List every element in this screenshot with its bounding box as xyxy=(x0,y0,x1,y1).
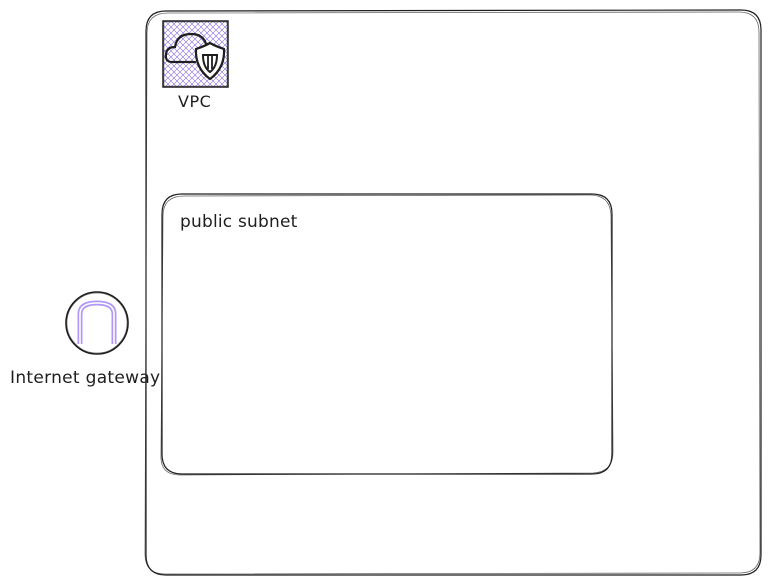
vpc-cloud-shield-icon xyxy=(162,20,229,88)
vpc-container[interactable] xyxy=(144,9,762,576)
public-subnet-container[interactable] xyxy=(160,193,614,476)
internet-gateway-arch-icon[interactable] xyxy=(65,291,129,355)
internet-gateway-label: Internet gateway xyxy=(10,368,161,388)
public-subnet-label: public subnet xyxy=(180,212,298,232)
vpc-label: VPC xyxy=(178,92,212,111)
